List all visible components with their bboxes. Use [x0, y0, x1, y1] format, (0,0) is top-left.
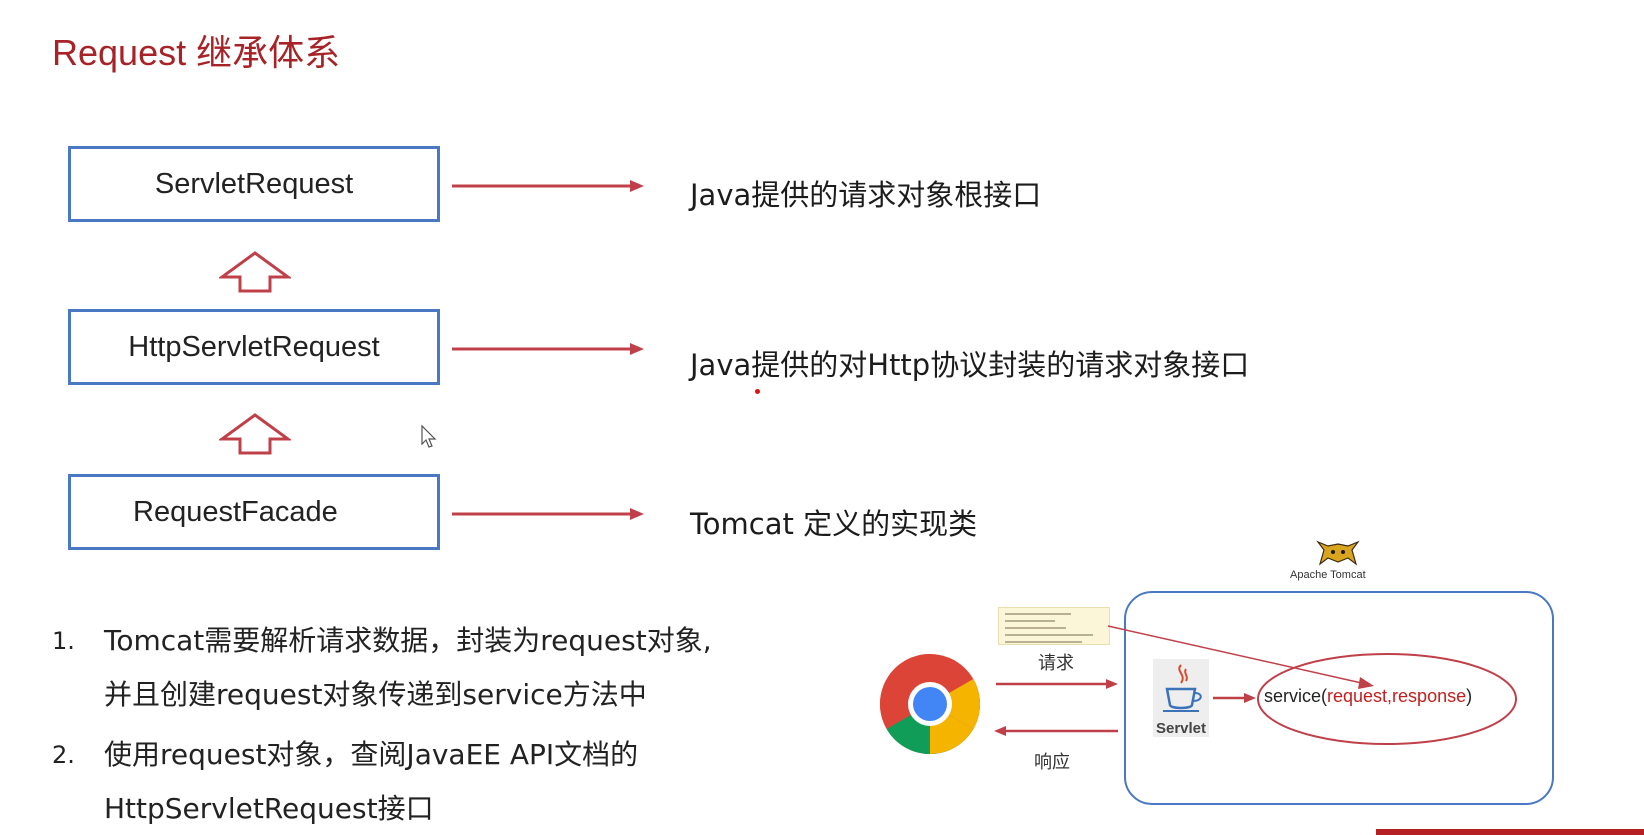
tomcat-logo-label: Apache Tomcat — [1290, 569, 1366, 581]
service-args: request,response — [1327, 686, 1467, 706]
laser-pointer-dot — [755, 389, 760, 394]
servlet-request-box: ServletRequest — [68, 146, 440, 222]
request-facade-description: Tomcat 定义的实现类 — [690, 507, 978, 541]
service-method-ellipse — [1257, 653, 1517, 745]
right-arrow-icon — [452, 343, 644, 355]
list-item-line: 使用request对象，查阅JavaEE API文档的 — [104, 738, 639, 771]
list-item-line: 并且创建request对象传递到service方法中 — [104, 678, 647, 711]
tomcat-logo-icon — [1316, 540, 1360, 566]
servlet-label: Servlet — [1155, 720, 1207, 737]
http-servlet-request-description: Java提供的对Http协议封装的请求对象接口 — [690, 348, 1250, 382]
request-facade-label: RequestFacade — [133, 495, 338, 528]
http-servlet-request-label: HttpServletRequest — [128, 330, 380, 363]
servlet-request-description: Java提供的请求对象根接口 — [690, 178, 1042, 212]
list-item: 1. Tomcat需要解析请求数据，封装为request对象, 并且创建requ… — [52, 614, 712, 722]
list-item: 2. 使用request对象，查阅JavaEE API文档的 HttpServl… — [52, 728, 712, 835]
tomcat-container — [1124, 591, 1554, 805]
right-arrow-icon — [452, 508, 644, 520]
list-item-number: 2. — [52, 741, 75, 769]
notes-list: 1. Tomcat需要解析请求数据，封装为request对象, 并且创建requ… — [52, 614, 712, 835]
mouse-cursor-icon — [421, 424, 437, 448]
service-suffix: ) — [1466, 686, 1473, 706]
inherit-up-arrow-icon — [219, 413, 291, 455]
request-data-thumbnail — [998, 607, 1110, 645]
slide-title: Request 继承体系 — [52, 32, 341, 73]
request-label: 请求 — [1038, 653, 1074, 674]
servlet-request-label: ServletRequest — [154, 167, 354, 200]
slide-accent-bar — [1376, 829, 1644, 835]
list-item-number: 1. — [52, 627, 75, 655]
request-facade-box: RequestFacade — [68, 474, 440, 550]
chrome-browser-icon — [880, 654, 980, 754]
right-arrow-icon — [452, 180, 644, 192]
response-label: 响应 — [1034, 752, 1070, 773]
http-servlet-request-box: HttpServletRequest — [68, 309, 440, 385]
list-item-line: Tomcat需要解析请求数据，封装为request对象, — [104, 624, 712, 657]
list-item-line: HttpServletRequest接口 — [104, 792, 434, 825]
service-method-signature: service(request,response) — [1264, 686, 1472, 707]
service-prefix: service( — [1264, 686, 1328, 706]
inherit-up-arrow-icon — [219, 251, 291, 293]
